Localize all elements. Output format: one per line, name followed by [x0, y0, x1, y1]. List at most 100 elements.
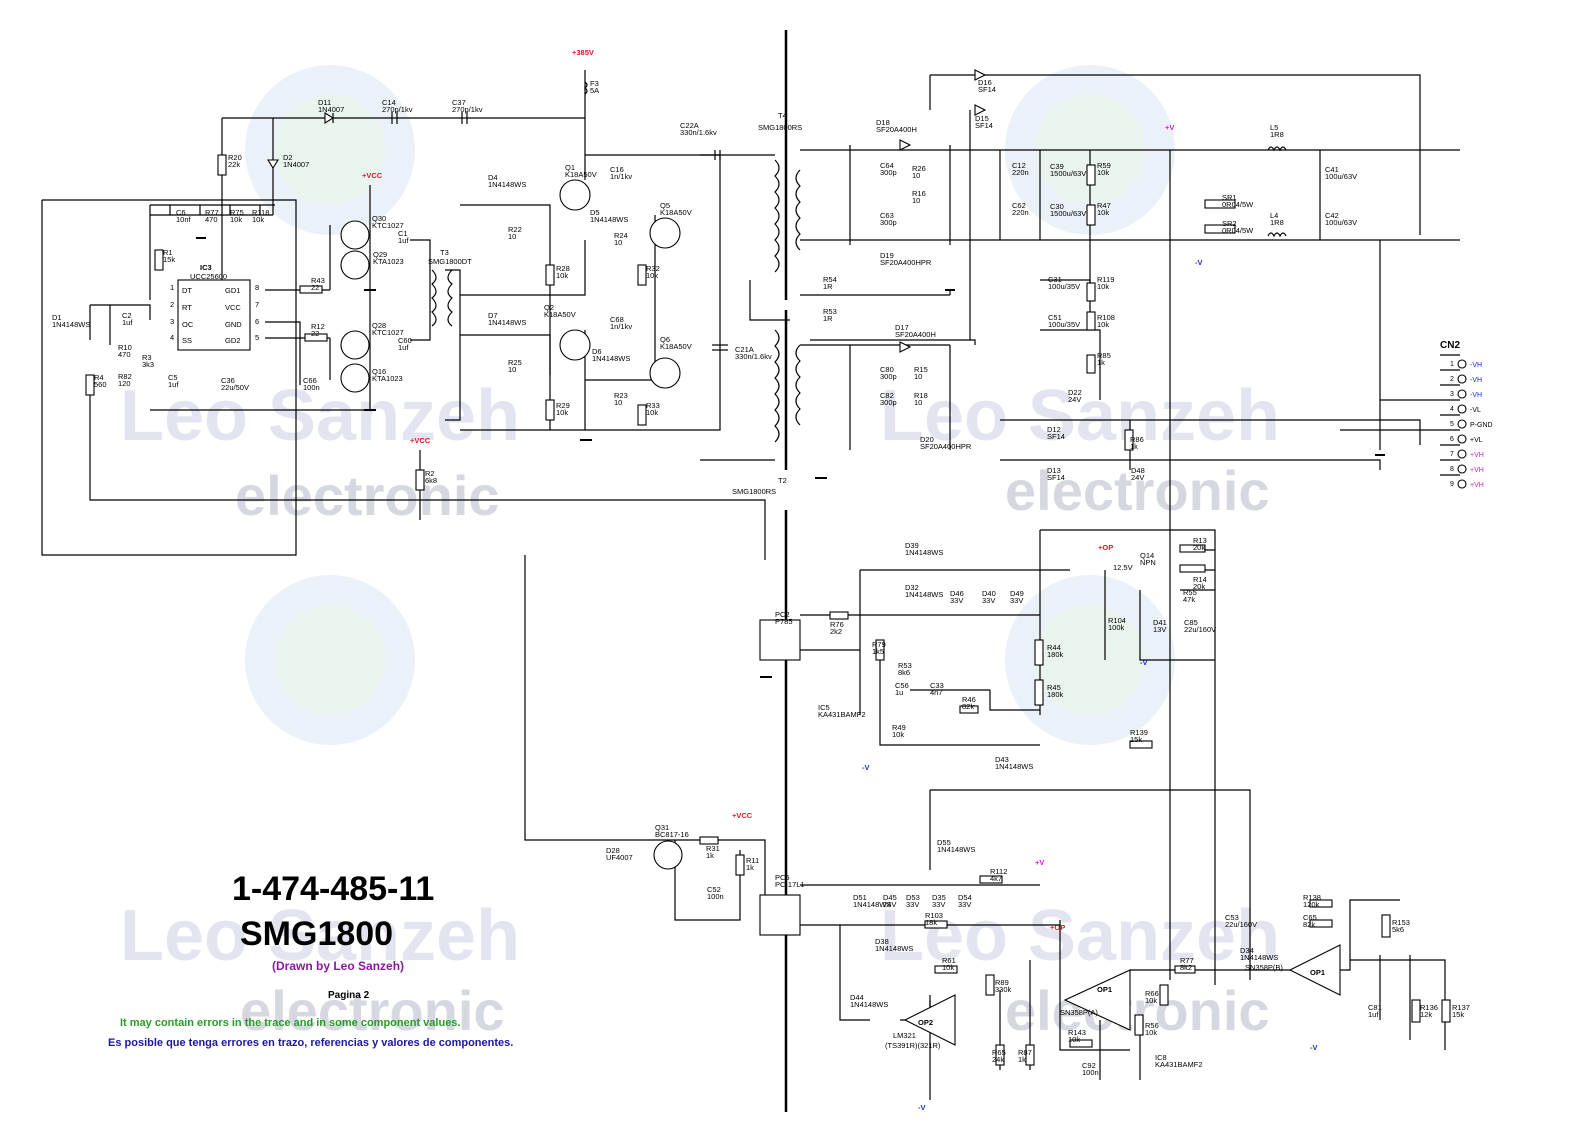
designator-c68: C68	[610, 315, 624, 324]
value-c31: 100u/35V	[1048, 282, 1080, 291]
value-d7: 1N4148WS	[488, 318, 526, 327]
designator-c85: C85	[1184, 618, 1198, 627]
value-c60: 1uf	[398, 343, 409, 352]
designator-l5: L5	[1270, 123, 1278, 132]
value-r118: 10k	[252, 215, 264, 224]
svg-text:12.5V: 12.5V	[1113, 563, 1133, 572]
value-r18: 10	[914, 398, 922, 407]
svg-text:7: 7	[1450, 451, 1454, 458]
designator-c64: C64	[880, 161, 894, 170]
designator-d45: D45	[883, 893, 897, 902]
designator-c39: C39	[1050, 162, 1064, 171]
value-d15: SF14	[975, 121, 993, 130]
component-symbols	[85, 69, 1451, 1066]
svg-text:-VH: -VH	[1470, 392, 1482, 399]
op-rail-1: +OP	[1098, 543, 1113, 552]
svg-text:SMG1800RS: SMG1800RS	[758, 123, 802, 132]
value-c30: 1500u/63V	[1050, 209, 1086, 218]
value-r11: 1k	[746, 863, 754, 872]
v-neg-rail-4: -V	[918, 1103, 926, 1112]
designator-c56: C56	[895, 681, 909, 690]
svg-text:6: 6	[255, 317, 259, 326]
watermark-sub-2: electronic	[1005, 459, 1270, 522]
value-c39: 1500u/63V	[1050, 169, 1086, 178]
designator-c60: C60	[398, 336, 412, 345]
value-c68: 1n/1kv	[610, 322, 632, 331]
designator-d44: D44	[850, 993, 864, 1002]
value-c64: 300p	[880, 168, 897, 177]
value-r20: 22k	[228, 160, 240, 169]
value-d5: 1N4148WS	[590, 215, 628, 224]
designator-sr2: SR2	[1222, 219, 1237, 228]
value-ic5: KA431BAMF2	[818, 710, 866, 719]
designator-q30: Q30	[372, 214, 386, 223]
designator-q1: Q1	[565, 163, 575, 172]
designator-d54: D54	[958, 893, 972, 902]
designator-q29: Q29	[373, 250, 387, 259]
value-r31: 1k	[706, 851, 714, 860]
value-r13: 20k	[1193, 543, 1205, 552]
designator-q31: Q31	[655, 823, 669, 832]
secondary-wiring	[800, 74, 1460, 980]
designator-r47: R47	[1097, 201, 1111, 210]
value-d16: SF14	[978, 85, 996, 94]
designator-d55: D55	[937, 838, 951, 847]
value-l4: 1R8	[1270, 218, 1284, 227]
designator-r119: R119	[1097, 275, 1114, 284]
designator-c63: C63	[880, 211, 894, 220]
svg-text:9: 9	[1450, 481, 1454, 488]
v-neg-rail-2: -V	[1140, 658, 1148, 667]
ic3-ucc25600: IC3 UCC25600 DT RT OC SS GD1 VCC GND GD2…	[170, 263, 259, 351]
designator-d35: D35	[932, 893, 946, 902]
designator-d53: D53	[906, 893, 920, 902]
note-english: It may contain errors in the trace and i…	[120, 1017, 460, 1029]
designator-c2: C2	[122, 311, 132, 320]
svg-text:LM321: LM321	[893, 1031, 916, 1040]
svg-text:OC: OC	[182, 320, 194, 329]
value-d11: 1N4007	[318, 105, 344, 114]
value-d53: 33V	[906, 900, 919, 909]
designator-d18: D18	[876, 118, 890, 127]
value-c21a: 330n/1.6kv	[735, 352, 772, 361]
designator-d16: D16	[978, 78, 992, 87]
designator-c12: C12	[1012, 161, 1026, 170]
svg-text:-VL: -VL	[1470, 407, 1481, 414]
designator-r24: R24	[614, 231, 628, 240]
value-pc2: P785	[775, 617, 793, 626]
svg-text:2: 2	[1450, 376, 1454, 383]
designator-c81: C81	[1368, 1003, 1382, 1012]
value-d45: 24V	[883, 900, 896, 909]
value-d51: 1N4148WS	[853, 900, 891, 909]
value-r75: 10k	[230, 215, 242, 224]
designator-r143: R143	[1068, 1028, 1086, 1037]
value-d20: SF20A400HPR	[920, 442, 972, 451]
watermark-brand-1: Leo Sanzeh	[120, 376, 520, 456]
value-r14: 20k	[1193, 582, 1205, 591]
value-r1: 15k	[163, 255, 175, 264]
vcc-rail-1: +VCC	[362, 171, 383, 180]
designator-r15: R15	[914, 365, 928, 374]
designator-ic8: IC8	[1155, 1053, 1167, 1062]
value-r55: 47k	[1183, 595, 1195, 604]
value-c51: 100u/35V	[1048, 320, 1080, 329]
designator-r112: R112	[990, 867, 1007, 876]
designator-c92: C92	[1082, 1061, 1096, 1070]
value-r108: 10k	[1097, 320, 1109, 329]
value-r112: 4k7	[990, 874, 1002, 883]
value-r79: 1k5	[872, 647, 884, 656]
value-q31: BC817-16	[655, 830, 689, 839]
designator-r77: R77	[205, 208, 219, 217]
value-r43: 22	[311, 283, 319, 292]
designator-r66: R66	[1145, 989, 1159, 998]
svg-text:-VH: -VH	[1470, 377, 1482, 384]
svg-text:SS: SS	[182, 336, 192, 345]
value-r153: 5k6	[1392, 925, 1404, 934]
value-c22a: 330n/1.6kv	[680, 128, 717, 137]
designator-q6: Q6	[660, 335, 670, 344]
svg-text:T3: T3	[440, 248, 449, 257]
svg-text:7: 7	[255, 300, 259, 309]
svg-text:P-GND: P-GND	[1470, 422, 1493, 429]
svg-text:GD2: GD2	[225, 336, 240, 345]
value-d35: 33V	[932, 900, 945, 909]
value-r138: 120k	[1303, 900, 1320, 909]
